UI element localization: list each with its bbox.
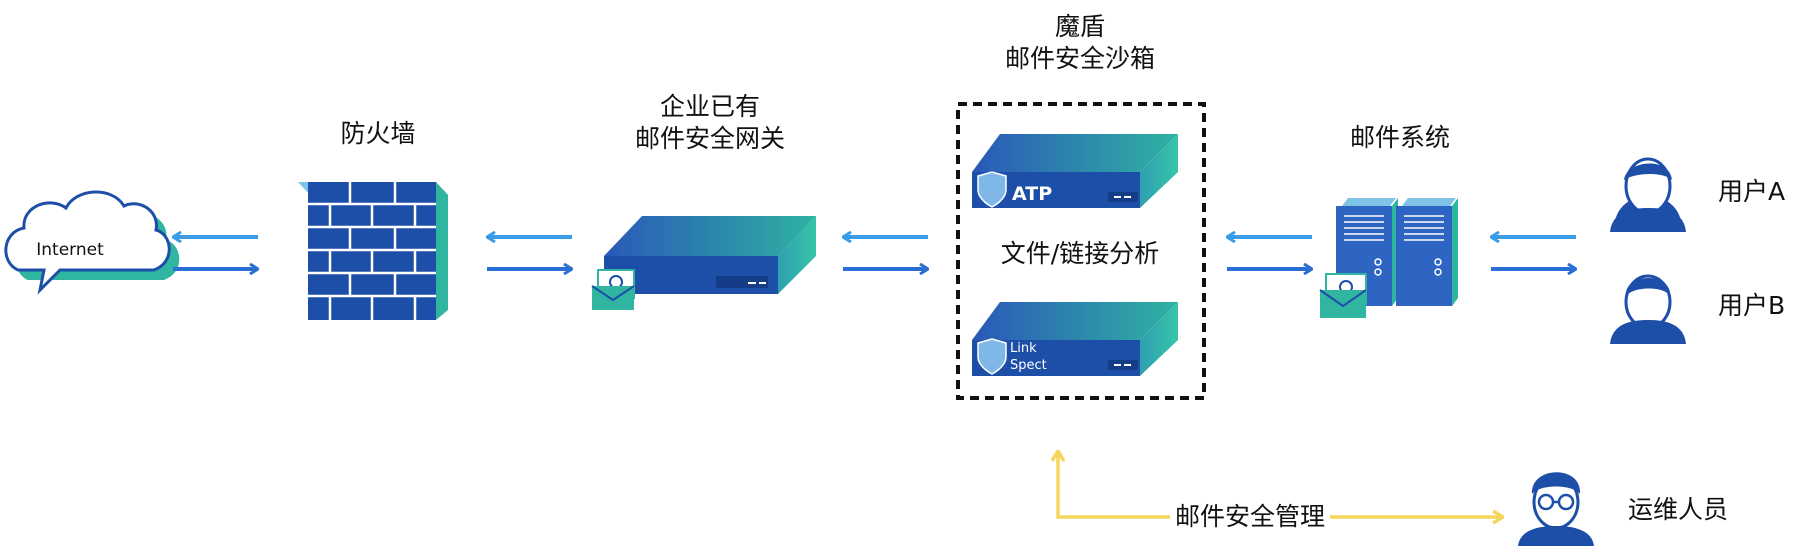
mail-server-icon xyxy=(1336,198,1458,306)
user-b-icon xyxy=(1610,274,1686,344)
user-a-label: 用户A xyxy=(1718,177,1786,206)
ops-person-icon xyxy=(1518,472,1594,546)
firewall-icon xyxy=(298,182,448,320)
sandbox-label-line1: 魔盾 xyxy=(1054,12,1105,41)
linkspect-appliance-icon: Link Spect xyxy=(972,302,1178,376)
gateway-appliance-icon xyxy=(604,216,816,294)
ops-label: 运维人员 xyxy=(1628,495,1729,524)
shield-icon xyxy=(977,338,1007,375)
sandbox-center-label: 文件/链接分析 xyxy=(1000,239,1160,268)
user-b-label: 用户B xyxy=(1718,291,1786,320)
edge-management-to-sandbox xyxy=(1058,452,1172,519)
management-edge-label: 邮件安全管理 xyxy=(1170,501,1330,532)
shield-icon xyxy=(977,171,1007,208)
linkspect-label-line1: Link xyxy=(1010,341,1037,356)
gateway-label-line1: 企业已有 xyxy=(659,92,760,121)
mail-system-label: 邮件系统 xyxy=(1349,123,1450,152)
firewall-label: 防火墙 xyxy=(340,119,416,148)
mail-envelope-icon xyxy=(1319,273,1367,318)
gateway-label-line2: 邮件安全网关 xyxy=(634,124,785,153)
atp-label: ATP xyxy=(1012,183,1052,205)
internet-label: Internet xyxy=(36,240,104,260)
sandbox-boundary xyxy=(956,102,1206,400)
linkspect-label-line2: Spect xyxy=(1010,358,1047,373)
user-a-icon xyxy=(1610,157,1686,232)
atp-appliance-icon: ATP xyxy=(972,134,1178,208)
sandbox-label-line2: 邮件安全沙箱 xyxy=(1004,44,1155,73)
internet-cloud-icon: Internet xyxy=(4,190,180,295)
mail-envelope-icon xyxy=(591,269,635,310)
